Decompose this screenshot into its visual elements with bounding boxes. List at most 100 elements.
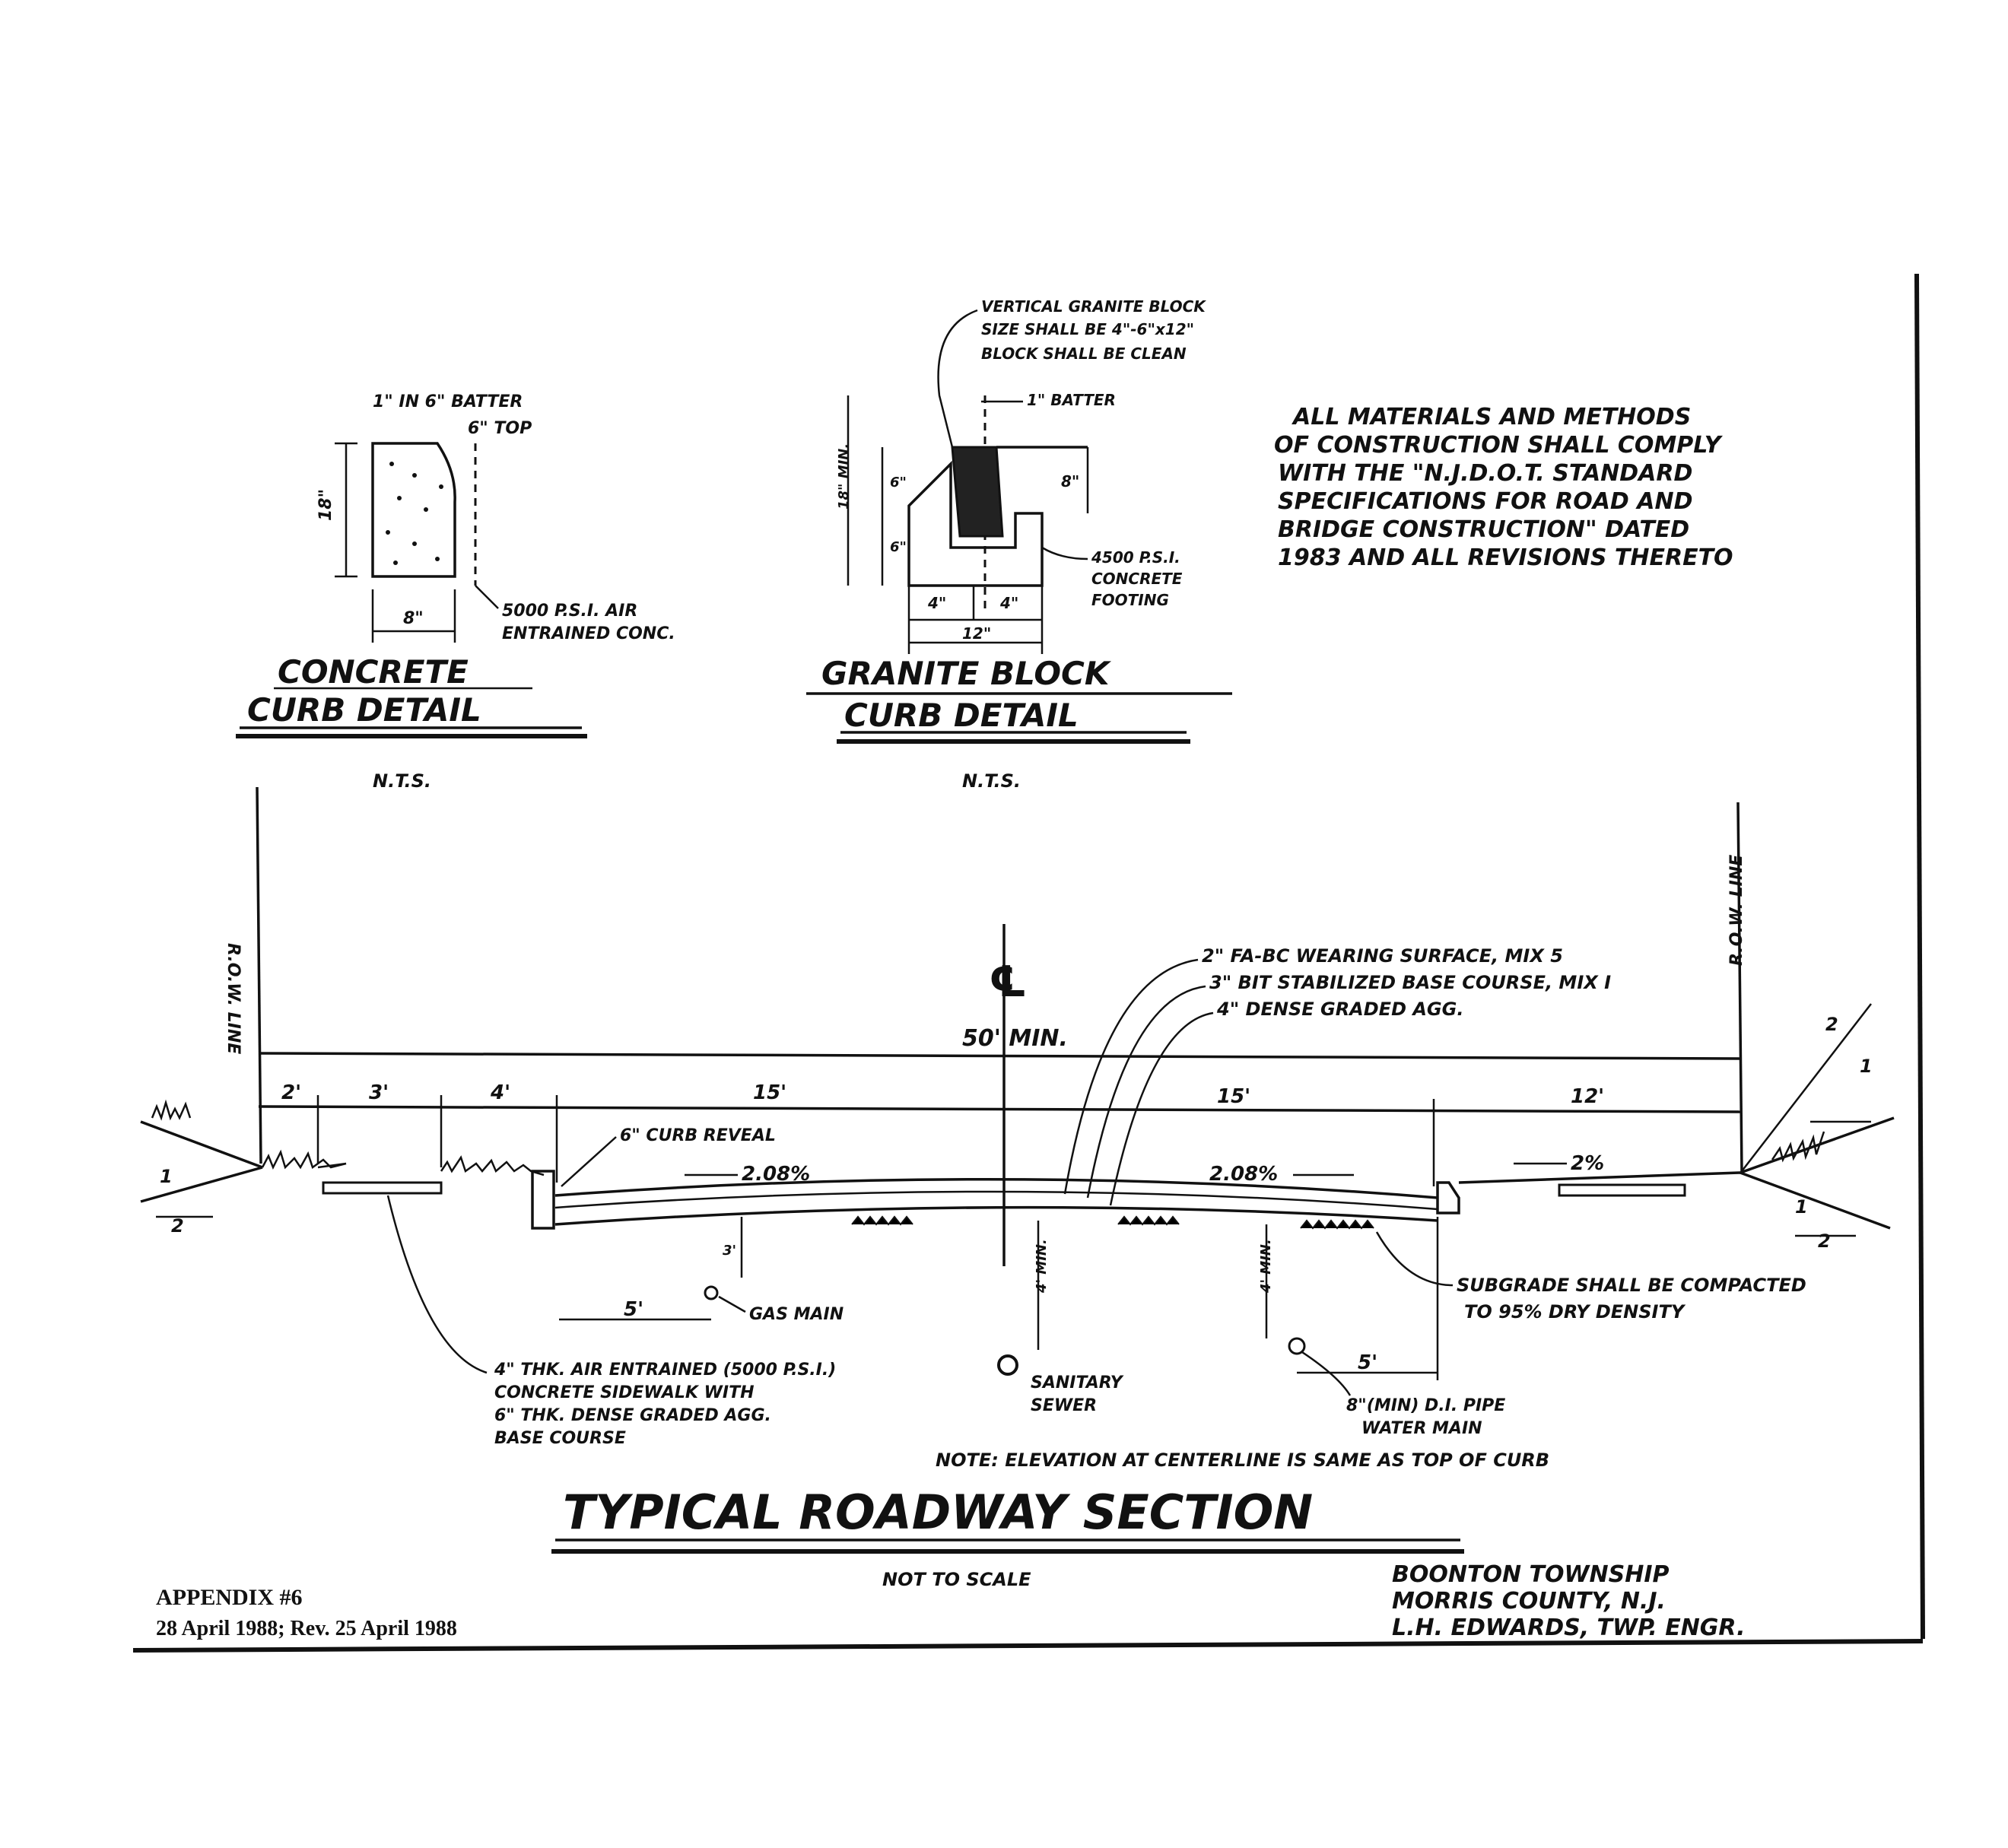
- water-main-leader: [1301, 1351, 1352, 1396]
- left-embankment: 1 2: [140, 1099, 263, 1237]
- granite-curb-title-2: CURB DETAIL: [844, 697, 1079, 734]
- gas-offset: 5': [624, 1298, 643, 1321]
- granite-footing-leader: [1041, 546, 1088, 560]
- dim-12ft: 12': [1571, 1085, 1604, 1108]
- general-note-line-4: SPECIFICATIONS FOR ROAD AND: [1278, 488, 1693, 515]
- appendix-label: APPENDIX #6 28 April 1988; Rev. 25 April…: [156, 1585, 457, 1640]
- granite-curb-title-1: GRANITE BLOCK: [821, 655, 1112, 692]
- slope-right: 2.08%: [1209, 1163, 1278, 1186]
- sewer-label-2: SEWER: [1031, 1396, 1097, 1415]
- pave-leader-3: [1109, 1011, 1214, 1206]
- sheet-border-bottom: [132, 1639, 1924, 1653]
- pave-note-2: 3" BIT STABILIZED BASE COURSE, MIX I: [1209, 972, 1611, 993]
- concrete-curb-body: [371, 442, 456, 578]
- curb-right: [1436, 1181, 1460, 1215]
- sidewalk-note-1: 4" THK. AIR ENTRAINED (5000 P.S.I.): [494, 1361, 836, 1380]
- sidewalk-note-2: CONCRETE SIDEWALK WITH: [494, 1383, 755, 1402]
- granite-footing: [907, 460, 1044, 587]
- elevation-note: NOTE: ELEVATION AT CENTERLINE IS SAME AS…: [936, 1450, 1549, 1471]
- sidewalk-note-4: BASE COURSE: [494, 1429, 626, 1448]
- granite-dim-8: 8": [1061, 472, 1079, 491]
- sidewalk-slab: [322, 1181, 443, 1195]
- general-note-line-3: WITH THE "N.J.D.O.T. STANDARD: [1278, 460, 1692, 487]
- granite-curb-scale: N.T.S.: [962, 770, 1021, 792]
- water-depth: 4' MIN.: [1258, 1239, 1274, 1294]
- granite-curb-detail: VERTICAL GRANITE BLOCK SIZE SHALL BE 4"-…: [806, 297, 1232, 792]
- right-shoulder-line: [1458, 1171, 1741, 1184]
- subgrade-note-1: SUBGRADE SHALL BE COMPACTED: [1457, 1275, 1806, 1296]
- granite-dim-6b: 6": [890, 539, 907, 555]
- granite-block-note-2: SIZE SHALL BE 4"-6"x12": [981, 320, 1194, 338]
- right-embankment: 2 1 1 2: [1740, 1003, 1895, 1252]
- pavement-base-course: [554, 1190, 1438, 1211]
- general-note-line-2: OF CONSTRUCTION SHALL COMPLY: [1274, 432, 1724, 459]
- section-title: TYPICAL ROADWAY SECTION: [563, 1484, 1313, 1540]
- left-slope-top: 1: [160, 1166, 173, 1187]
- right-slope-low-bottom: 2: [1818, 1230, 1831, 1252]
- pave-note-1: 2" FA-BC WEARING SURFACE, MIX 5: [1202, 945, 1563, 967]
- grass-strip-middle: [440, 1155, 545, 1176]
- granite-block-note-1: VERTICAL GRANITE BLOCK: [981, 297, 1206, 316]
- granite-block-note-3: BLOCK SHALL BE CLEAN: [981, 345, 1187, 363]
- pavement-dense-agg: [554, 1205, 1438, 1226]
- title-block-line-2: MORRIS COUNTY, N.J.: [1392, 1588, 1666, 1615]
- curb-reveal-leader: [561, 1136, 617, 1187]
- pave-leader-2: [1086, 985, 1206, 1199]
- row-label-left: R.O.W. LINE: [224, 943, 243, 1054]
- sheet-border-right: [1914, 273, 1925, 1640]
- right-shoulder-slab: [1558, 1183, 1686, 1197]
- title-block: BOONTON TOWNSHIP MORRIS COUNTY, N.J. L.H…: [1392, 1561, 1745, 1641]
- dim-3ft: 3': [369, 1081, 389, 1104]
- pave-note-3: 4" DENSE GRADED AGG.: [1216, 999, 1463, 1020]
- granite-footing-3: FOOTING: [1091, 591, 1169, 609]
- general-note-line-5: BRIDGE CONSTRUCTION" DATED: [1278, 516, 1689, 543]
- component-dim-ticks: [316, 1095, 1435, 1186]
- general-note-line-1: ALL MATERIALS AND METHODS: [1292, 404, 1691, 430]
- granite-dim-4a: 4": [927, 594, 946, 612]
- row-label-right: R.O.W. LINE: [1727, 855, 1746, 966]
- sewer-depth: 4' MIN.: [1034, 1239, 1050, 1294]
- subgrade-hatch: [851, 1215, 1374, 1230]
- subgrade-note-2: TO 95% DRY DENSITY: [1464, 1301, 1686, 1322]
- right-slope-leader: [1741, 1003, 1872, 1172]
- typical-roadway-section: R.O.W. LINE R.O.W. LINE 50' MIN. ℄ 2' 3'…: [140, 786, 1895, 1590]
- gas-depth: 3': [723, 1243, 736, 1259]
- water-offset: 5': [1358, 1351, 1377, 1374]
- dim-15ft-right: 15': [1217, 1085, 1250, 1108]
- row-width-label: 50' MIN.: [962, 1025, 1068, 1052]
- granite-width: 12": [962, 624, 991, 643]
- sanitary-sewer-pipe: [997, 1354, 1018, 1376]
- section-scale: NOT TO SCALE: [882, 1569, 1031, 1590]
- slope-shoulder: 2%: [1571, 1152, 1604, 1175]
- concrete-curb-top-width: 6" TOP: [468, 419, 532, 438]
- water-label-2: WATER MAIN: [1361, 1419, 1482, 1438]
- subgrade-leader: [1375, 1231, 1454, 1287]
- row-line-left: [256, 786, 262, 1164]
- granite-batter: 1" BATTER: [1027, 391, 1116, 409]
- concrete-material-2: ENTRAINED CONC.: [502, 624, 675, 643]
- sewer-label-1: SANITARY: [1031, 1373, 1124, 1392]
- concrete-curb-title-1: CONCRETE: [278, 653, 469, 691]
- gas-main-label: GAS MAIN: [749, 1305, 844, 1324]
- granite-dim-6a: 6": [890, 475, 907, 491]
- water-main-pipe: [1288, 1337, 1306, 1355]
- concrete-aggregate-dots: [386, 462, 443, 565]
- granite-footing-1: 4500 P.S.I.: [1091, 548, 1180, 567]
- general-note-line-6: 1983 AND ALL REVISIONS THERETO: [1278, 545, 1733, 571]
- row-width-dim: [258, 1052, 1741, 1060]
- row-line-right: [1736, 802, 1743, 1172]
- concrete-curb-height: 18": [316, 489, 335, 521]
- concrete-curb-bottom-width: 8": [403, 609, 424, 628]
- grass-strip-left: [261, 1149, 347, 1170]
- concrete-material-leader: [475, 585, 499, 609]
- general-note: ALL MATERIALS AND METHODS OF CONSTRUCTIO…: [1274, 404, 1733, 571]
- granite-dim-4b: 4": [999, 594, 1018, 612]
- granite-note-leader: [937, 309, 978, 457]
- sidewalk-note-3: 6" THK. DENSE GRADED AGG.: [494, 1406, 771, 1425]
- water-label-1: 8"(MIN) D.I. PIPE: [1346, 1396, 1505, 1415]
- concrete-curb-batter-note: 1" IN 6" BATTER: [373, 392, 523, 411]
- gas-main-leader: [718, 1295, 746, 1313]
- title-block-line-1: BOONTON TOWNSHIP: [1392, 1561, 1670, 1588]
- appendix-line-2: 28 April 1988; Rev. 25 April 1988: [156, 1617, 457, 1640]
